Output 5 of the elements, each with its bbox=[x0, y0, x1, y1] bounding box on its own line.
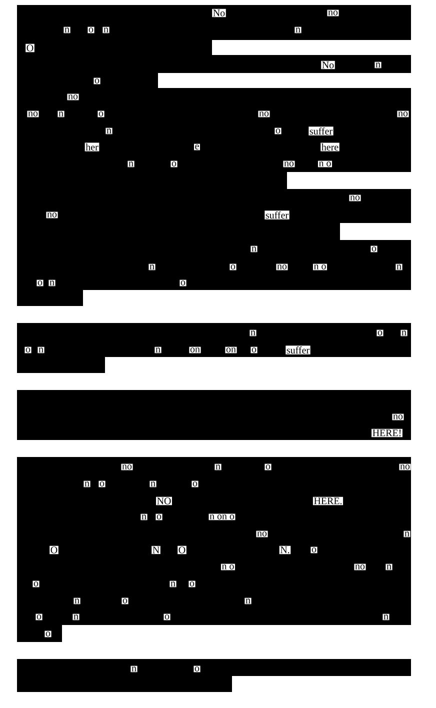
poem-word: suffer bbox=[286, 346, 310, 354]
poem-word: suffer bbox=[264, 210, 290, 220]
poem-word: her bbox=[84, 142, 100, 152]
poem-word: here bbox=[320, 142, 340, 152]
poem-word: suffer bbox=[308, 126, 334, 136]
